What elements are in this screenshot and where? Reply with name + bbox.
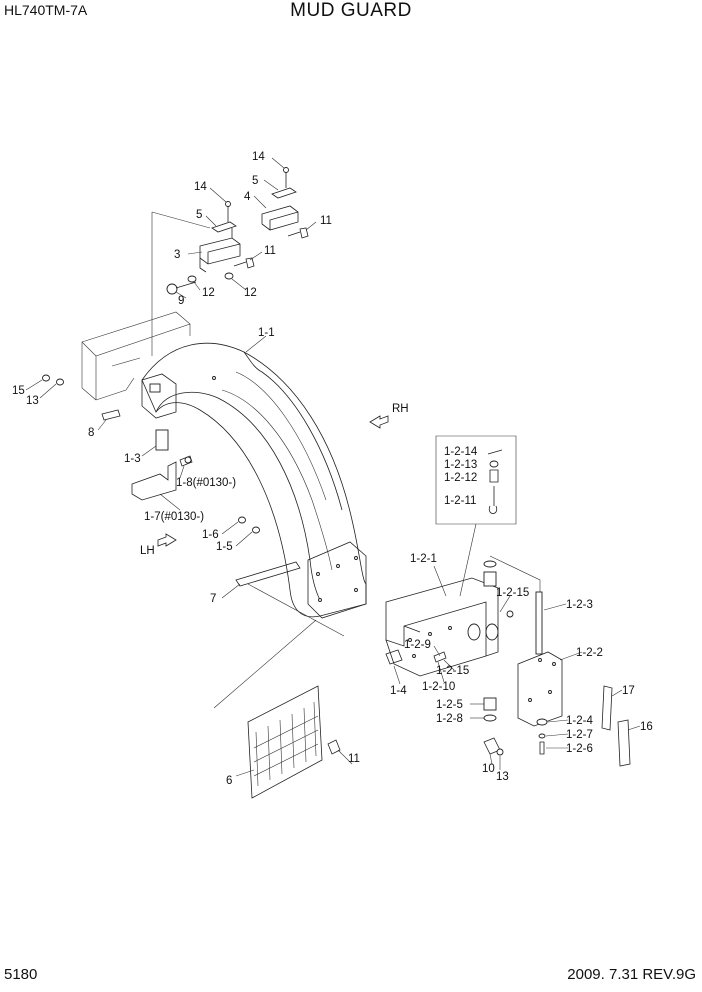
callout-10: 10: [482, 763, 495, 775]
callout-1-2-11: 1-2-11: [444, 495, 476, 507]
hinge-assembly: [385, 435, 631, 767]
callout-1-7: 1-7(#0130-): [144, 511, 204, 523]
callout-1-2-15: 1-2-15: [496, 587, 529, 599]
lh-label: LH: [140, 545, 155, 557]
callout-1-3: 1-3: [124, 453, 141, 465]
callout-1-6: 1-6: [202, 529, 219, 541]
callout-1-2-14: 1-2-14: [444, 446, 478, 458]
bracket-1-7: [131, 429, 260, 534]
rh-label: RH: [392, 403, 409, 415]
callout-12: 12: [244, 287, 257, 299]
callout-16: 16: [640, 721, 653, 733]
upper-leaders: [151, 157, 317, 356]
hinge-leaders: [393, 565, 641, 770]
callout-13: 13: [26, 395, 39, 407]
callout-9: 9: [178, 295, 184, 307]
callout-1-2-12: 1-2-12: [444, 472, 477, 484]
callout-1-8: 1-8(#0130-): [176, 477, 236, 489]
mud-flap-6: [235, 685, 353, 799]
callout-4: 4: [244, 191, 251, 203]
bracket-leaders: [141, 445, 253, 547]
callout-1-4: 1-4: [390, 685, 407, 697]
callout-1-2-8: 1-2-8: [436, 713, 463, 725]
callout-1-2-1: 1-2-1: [410, 553, 437, 565]
callout-1-1: 1-1: [258, 327, 275, 339]
callout-12: 12: [202, 287, 215, 299]
callout-11: 11: [348, 753, 360, 765]
callout-7: 7: [210, 593, 216, 605]
callout-1-2-7: 1-2-7: [566, 729, 593, 741]
page-number: 5180: [4, 966, 38, 983]
callout-1-2-9: 1-2-9: [404, 639, 431, 651]
callout-8: 8: [88, 427, 94, 439]
callout-11: 11: [264, 245, 276, 257]
callout-labels: 14 5 4 11 14 5 3 11 12 12 9 1-1 15 13 8 …: [12, 151, 653, 787]
callout-14: 14: [252, 151, 265, 163]
upper-brackets: [166, 167, 309, 295]
callout-3: 3: [174, 249, 180, 261]
callout-14: 14: [194, 181, 207, 193]
revision-date: 2009. 7.31 REV.9G: [567, 966, 696, 983]
leader-1-1: [245, 335, 267, 353]
callout-1-5: 1-5: [216, 541, 233, 553]
fender-1-1: [141, 342, 367, 619]
callout-1-2-5: 1-2-5: [436, 699, 463, 711]
callout-1-2-10: 1-2-10: [422, 681, 455, 693]
callout-1-2-15: 1-2-15: [436, 665, 469, 677]
callout-17: 17: [622, 685, 635, 697]
model-code: HL740TM-7A: [4, 2, 88, 18]
callout-1-2-6: 1-2-6: [566, 743, 593, 755]
callout-15: 15: [12, 385, 25, 397]
callout-5: 5: [252, 175, 258, 187]
callout-11: 11: [320, 215, 332, 227]
callout-6: 6: [226, 775, 232, 787]
callout-1-2-13: 1-2-13: [444, 459, 477, 471]
callout-13: 13: [496, 771, 509, 783]
callout-1-2-2: 1-2-2: [576, 647, 603, 659]
page-title: MUD GUARD: [290, 0, 412, 21]
callout-1-2-3: 1-2-3: [566, 599, 593, 611]
direction-arrows: [157, 415, 389, 547]
callout-5: 5: [196, 209, 202, 221]
frame-leaders: [25, 379, 107, 431]
frame-outline: [42, 311, 191, 421]
strip-7: [213, 561, 345, 709]
callout-1-2-4: 1-2-4: [566, 715, 593, 727]
